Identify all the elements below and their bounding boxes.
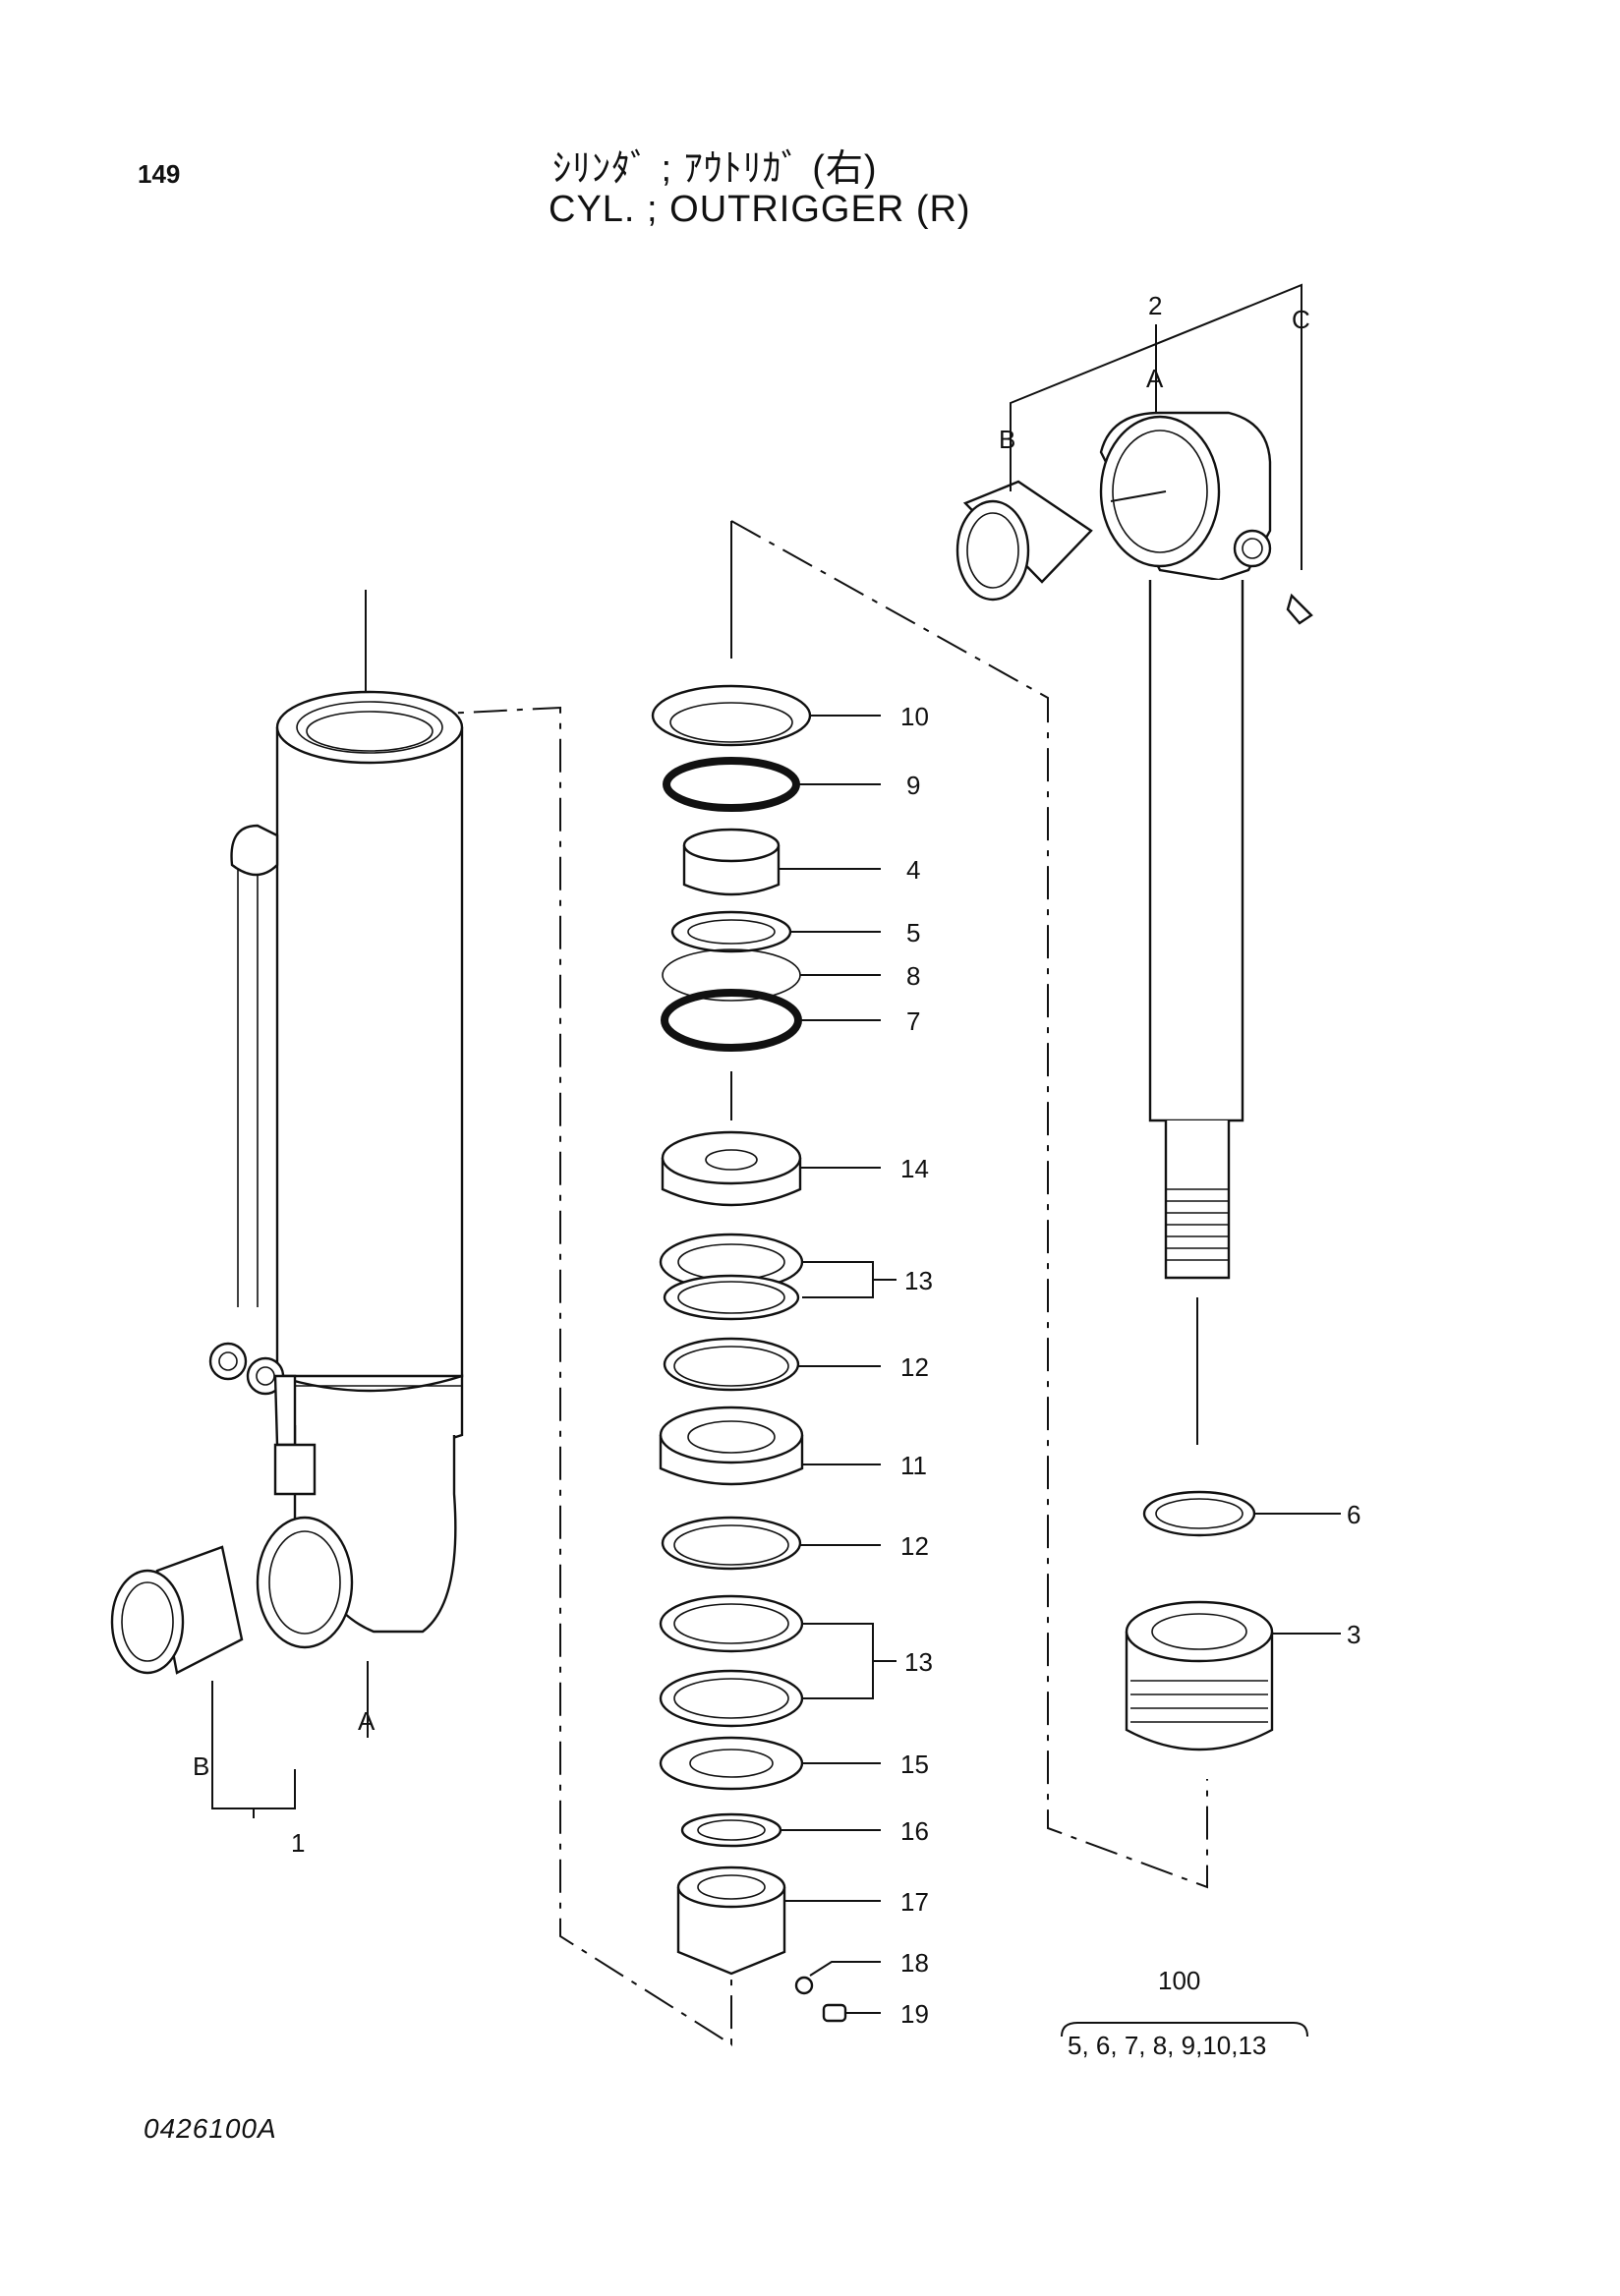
page-number: 149 — [138, 159, 181, 189]
callout-14: 14 — [900, 1154, 929, 1183]
piston-rod-drawing — [955, 283, 1341, 2038]
seal-stack-drawing — [651, 520, 1208, 2023]
callout-10: 10 — [900, 702, 929, 731]
drawing-code: 0426100A — [144, 2113, 277, 2144]
callout-12-upper: 12 — [900, 1352, 929, 1382]
callout-2: 2 — [1148, 291, 1162, 320]
callout-12-lower: 12 — [900, 1531, 929, 1561]
callout-3: 3 — [1347, 1620, 1360, 1649]
callout-15: 15 — [900, 1750, 929, 1779]
callout-11: 11 — [900, 1451, 927, 1480]
callout-4: 4 — [906, 855, 920, 885]
cylinder-tube-drawing — [110, 590, 732, 2046]
callout-8: 8 — [906, 961, 920, 991]
callout-6: 6 — [1347, 1500, 1360, 1529]
title-japanese: ｼﾘﾝﾀﾞ ; ｱｳﾄﾘｶﾞ (右) — [552, 148, 878, 190]
callout-19: 19 — [900, 1999, 929, 2029]
kit-number: 100 — [1158, 1966, 1200, 1995]
callout-b-left: B — [193, 1751, 209, 1781]
title-english: CYL. ; OUTRIGGER (R) — [549, 189, 971, 230]
callout-c-right: C — [1292, 305, 1310, 334]
callout-a-right: A — [1146, 364, 1164, 393]
callout-13-upper: 13 — [904, 1266, 933, 1295]
kit-contents: 5, 6, 7, 8, 9,10,13 — [1068, 2031, 1266, 2060]
callout-16: 16 — [900, 1816, 929, 1846]
callout-13-lower: 13 — [904, 1647, 933, 1677]
callout-1: 1 — [291, 1828, 305, 1858]
callout-labels: B A 1 2 A B C 10 9 4 5 8 7 14 13 12 11 1… — [193, 291, 1360, 2060]
callout-a-left: A — [358, 1706, 376, 1736]
callout-5: 5 — [906, 918, 920, 947]
callout-17: 17 — [900, 1887, 929, 1917]
callout-9: 9 — [906, 771, 920, 800]
callout-b-right: B — [999, 425, 1015, 454]
callout-18: 18 — [900, 1948, 929, 1978]
callout-7: 7 — [906, 1006, 920, 1036]
